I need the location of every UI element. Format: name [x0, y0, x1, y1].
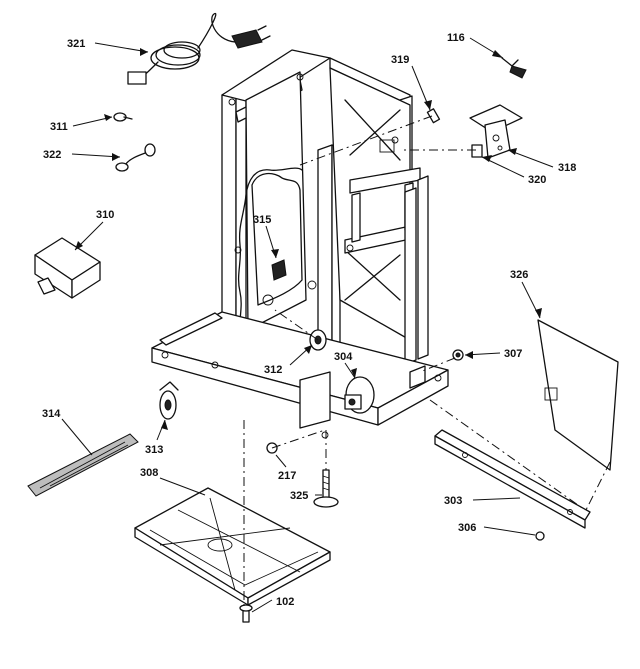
leveling-leg-part-325	[313, 469, 339, 508]
leader-lines	[61, 37, 554, 613]
callout-322: 322	[43, 149, 61, 161]
callout-315: 315	[253, 214, 271, 226]
callout-217: 217	[278, 470, 296, 482]
cover-part-310	[34, 237, 101, 299]
callout-319: 319	[391, 54, 409, 66]
clip-part-116	[501, 57, 527, 79]
callout-313: 313	[145, 444, 163, 456]
rear-panel-part-326	[537, 319, 619, 471]
screw-part-319	[426, 108, 441, 124]
switch-part-315	[271, 259, 287, 281]
callout-311: 311	[50, 121, 68, 133]
callout-102: 102	[276, 596, 294, 608]
callout-307: 307	[504, 348, 522, 360]
callout-312: 312	[264, 364, 282, 376]
screw-part-306	[535, 531, 545, 541]
center-lines	[243, 115, 611, 610]
callout-314: 314	[42, 408, 61, 420]
callout-320: 320	[528, 174, 546, 186]
bracket-assembly-318-320	[469, 104, 523, 159]
callout-303: 303	[444, 495, 462, 507]
screw-part-311	[113, 112, 133, 122]
callout-306: 306	[458, 522, 476, 534]
rail-part-303	[434, 429, 591, 529]
strain-relief-part-322	[115, 143, 156, 172]
callout-310: 310	[96, 209, 114, 221]
motor-part-304	[344, 376, 375, 414]
screw-part-102	[239, 604, 253, 623]
screw-part-307	[452, 349, 464, 361]
callout-116: 116	[447, 32, 465, 44]
callout-304: 304	[334, 351, 353, 363]
callout-325: 325	[290, 490, 308, 502]
base-pan-part-308	[134, 487, 331, 606]
callout-308: 308	[140, 467, 158, 479]
wheel-part-313	[159, 381, 179, 420]
callout-318: 318	[558, 162, 576, 174]
callout-321: 321	[67, 38, 85, 50]
callout-326: 326	[510, 269, 528, 281]
callout-labels: 321 116 319 311 322 318 320 310 315 326 …	[42, 32, 576, 608]
power-cord-part	[127, 12, 271, 85]
strip-part-314	[27, 433, 139, 497]
cabinet-base	[151, 311, 449, 439]
